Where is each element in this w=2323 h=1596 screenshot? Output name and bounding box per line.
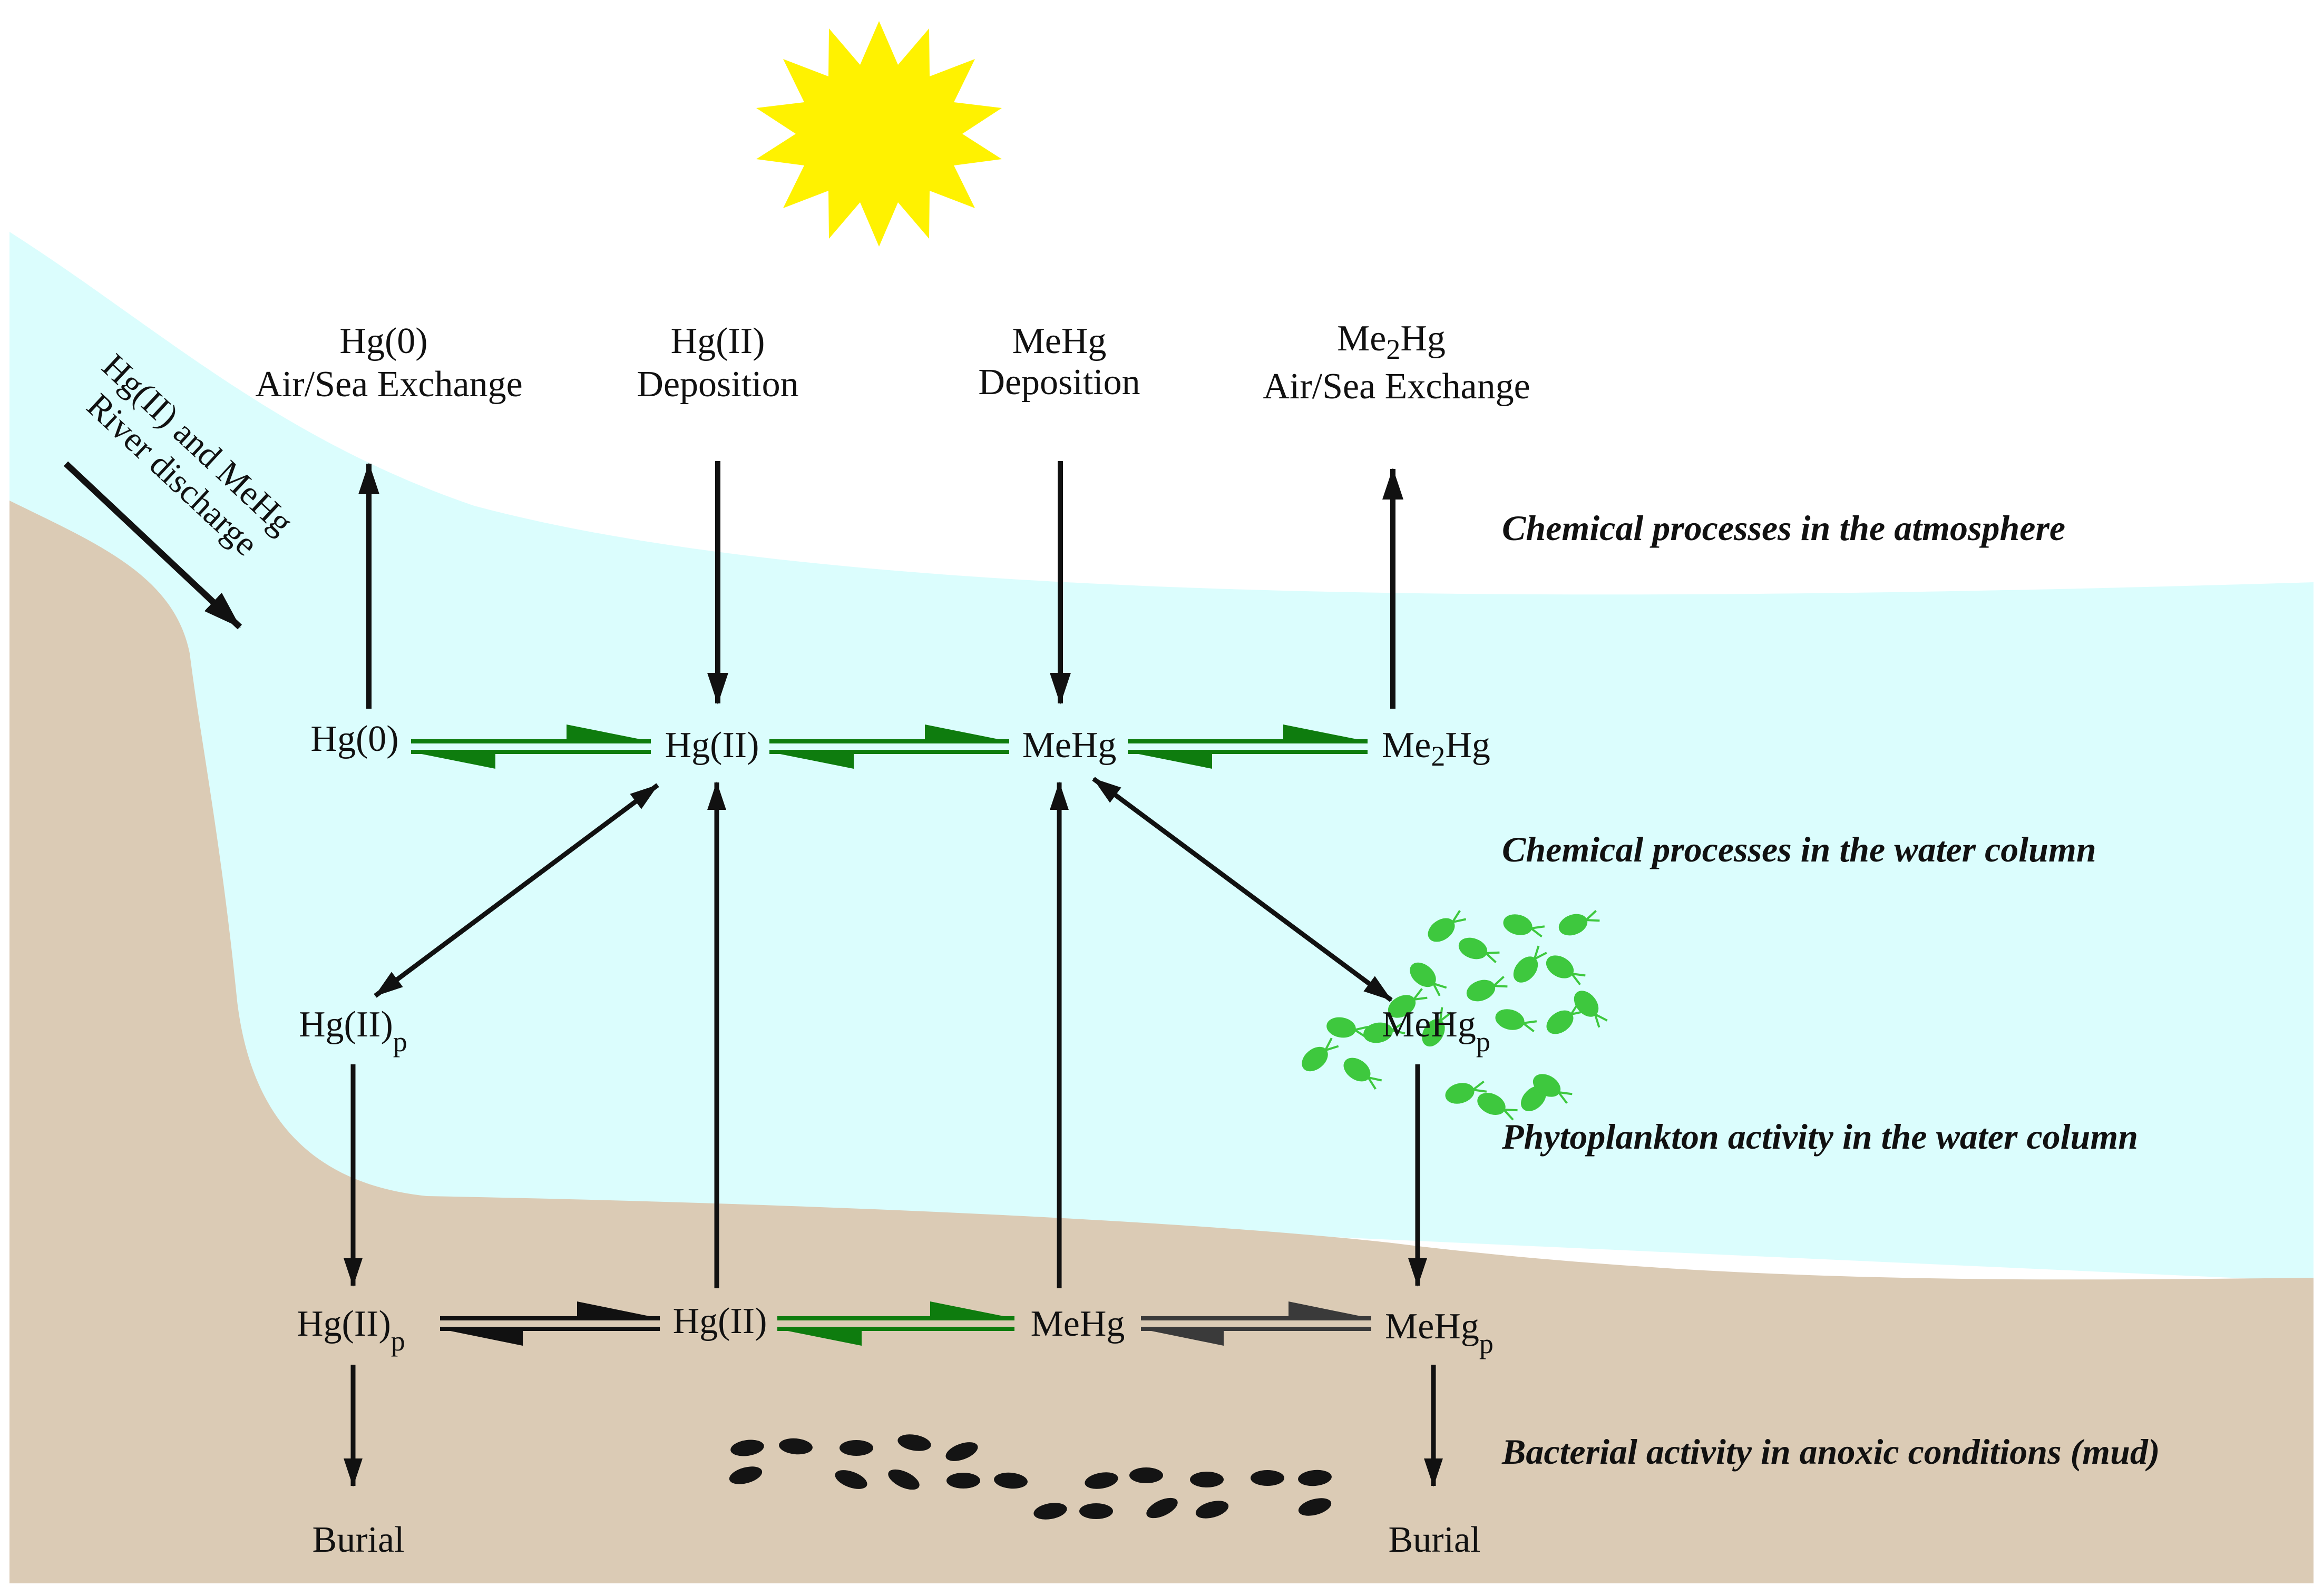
water-mehg-particulate-node: MeHgp [1382, 1004, 1490, 1058]
equilibrium-mehg-me2hg [1128, 724, 1368, 769]
hg0-air-sea-species: Hg(0) [339, 321, 427, 361]
mehg-deposition-species: MeHg [1012, 321, 1107, 361]
hg0-air-sea-label: Air/Sea Exchange [255, 364, 522, 405]
equilibrium-hgii-mehg [769, 724, 1009, 769]
burial-left-label: Burial [313, 1520, 405, 1560]
mehg-deposition-label: Deposition [978, 362, 1140, 403]
sediment-hgii-particulate-node: Hg(II)p [297, 1304, 405, 1357]
hgii-sorption-arrow [374, 783, 659, 998]
sediment-mehg-particulate-node: MeHgp [1385, 1306, 1494, 1359]
equilibrium-sed-hgiip-hgii [440, 1301, 660, 1346]
hgii-deposition-label: Deposition [637, 364, 798, 405]
me2hg-air-sea-label: Air/Sea Exchange [1263, 366, 1530, 407]
water-hgii-particulate-node: Hg(II)p [299, 1004, 407, 1058]
equilibrium-hg0-hgii [411, 724, 651, 769]
water-me2hg-node: Me2Hg [1382, 725, 1490, 772]
process-phytoplankton-label: Phytoplankton activity in the water colu… [1501, 1117, 2138, 1157]
sediment-mehg-node: MeHg [1031, 1304, 1125, 1344]
process-bacteria-label: Bacterial activity in anoxic conditions … [1501, 1432, 2160, 1472]
water-hgii-node: Hg(II) [665, 725, 759, 766]
water-mehg-node: MeHg [1022, 725, 1117, 766]
equilibrium-sed-mehg-mehgp [1141, 1301, 1371, 1346]
hgii-deposition-species: Hg(II) [671, 321, 765, 361]
me2hg-air-sea-species: Me2Hg [1337, 318, 1446, 365]
phytoplankton-icon [1302, 910, 1608, 1121]
river-discharge-arrow [63, 461, 242, 630]
process-atmosphere-label: Chemical processes in the atmosphere [1502, 508, 2065, 548]
bacteria-icon [729, 1434, 1332, 1520]
burial-right-label: Burial [1389, 1520, 1481, 1560]
process-water-column-label: Chemical processes in the water column [1502, 829, 2096, 869]
equilibrium-sed-hgii-mehg [777, 1301, 1014, 1346]
mehg-uptake-arrow [1092, 777, 1393, 1002]
sun-icon [756, 21, 1002, 247]
water-hg0-node: Hg(0) [310, 719, 398, 759]
sediment-hgii-node: Hg(II) [673, 1301, 767, 1342]
